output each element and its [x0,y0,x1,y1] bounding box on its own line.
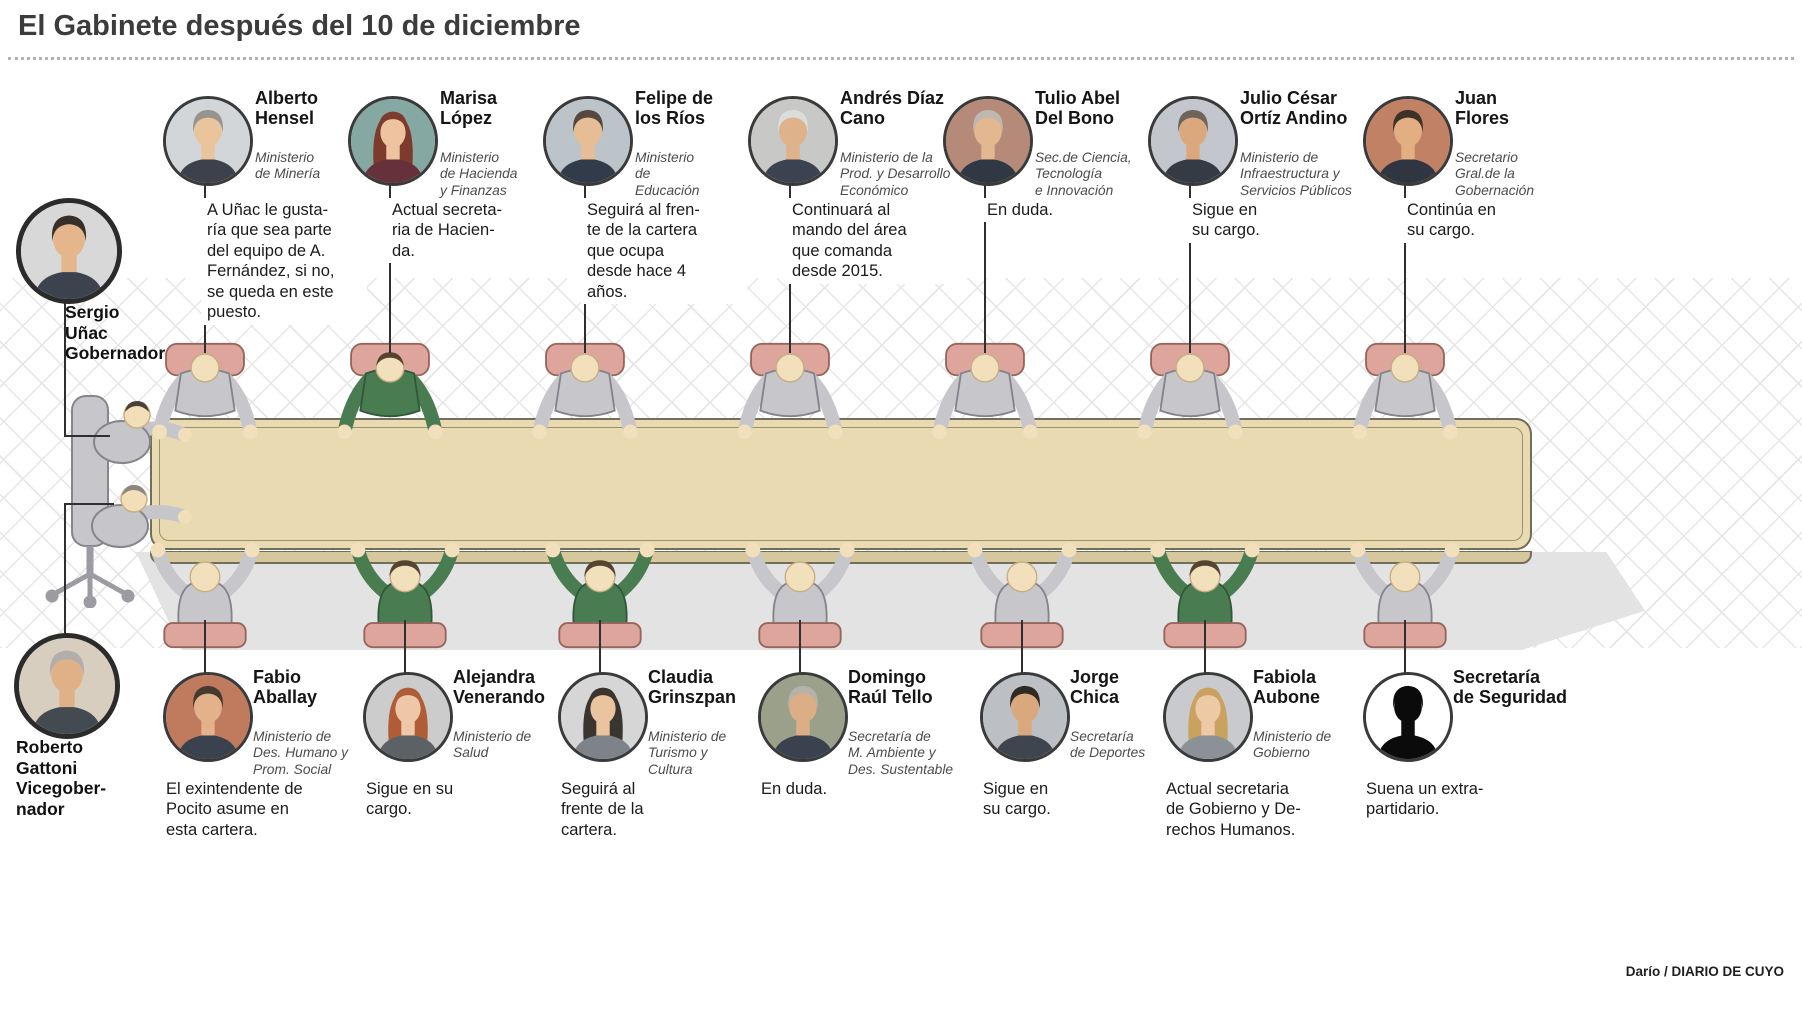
connector-line [64,503,66,634]
vicegovernor-photo [14,633,120,739]
person-photo [758,672,848,762]
person-photo [363,672,453,762]
seated-figure [325,342,455,444]
connector-line [1404,181,1406,353]
person-photo [748,96,838,186]
connector-line [64,435,110,437]
person-photo [1148,96,1238,186]
person-name: Juan Flores [1455,88,1510,129]
person-name: Andrés Díaz Cano [840,88,945,129]
connector-line [1021,620,1023,674]
person-ministry: Ministerio de Educación [635,149,700,198]
page-title: El Gabinete después del 10 de diciembre [18,10,581,42]
person-name: Marisa López [440,88,498,129]
person-note: Sigue en su cargo. [366,780,454,819]
person-photo [1363,96,1453,186]
person-note: Actual secreta- ria de Hacien- da. [386,198,552,264]
person-ministry: Ministerio de Gobierno [1253,728,1332,761]
connector-line [204,620,206,674]
person-name: Julio César Ortíz Andino [1240,88,1348,129]
person-name: Fabio Aballay [253,667,318,708]
seated-figure [1340,342,1470,444]
person-name: Alberto Hensel [255,88,318,129]
person-name: Domingo Raúl Tello [848,667,933,708]
person-note: Sigue en su cargo. [1186,198,1352,243]
connector-line [1204,620,1206,674]
person-photo [980,672,1070,762]
dotted-divider [8,57,1794,60]
person-ministry: Ministerio de Turismo y Cultura [648,728,727,777]
connector-line [1404,620,1406,674]
unknown-person-silhouette [1363,672,1453,762]
person-note: Continúa en su cargo. [1401,198,1567,243]
person-photo [1163,672,1253,762]
person-ministry: Secretaría de Deportes [1070,728,1146,761]
office-chair-figures [45,395,192,608]
person-name: Claudia Grinszpan [648,667,737,708]
seated-figure [920,342,1050,444]
person-photo [348,96,438,186]
seated-figure [520,342,650,444]
person-note: Suena un extra- partidario. [1366,780,1484,819]
vicegovernor-label: Roberto Gattoni Vicegober- nador [16,737,107,819]
connector-line [599,620,601,674]
person-ministry: Ministerio de Salud [453,728,532,761]
governor-label: Sergio Uñac Gobernador [65,302,166,364]
seated-figure [1125,342,1255,444]
person-ministry: Ministerio de Minería [255,149,321,182]
person-note: En duda. [761,780,828,798]
person-ministry: Secretario Gral.de la Gobernación [1455,149,1535,198]
person-note: En duda. [981,198,1147,223]
person-note: Continuará al mando del área que comanda… [786,198,952,284]
person-note: El exintendente de Pocito asume en esta … [166,780,303,839]
person-note: Sigue en su cargo. [983,780,1051,819]
person-ministry: Ministerio de Hacienda y Finanzas [440,149,518,198]
person-name: Felipe de los Ríos [635,88,714,129]
connector-line [64,503,114,505]
person-ministry: Ministerio de Des. Humano y Prom. Social [253,728,349,777]
connector-line [389,181,391,353]
person-ministry: Ministerio de la Prod. y Desarrollo Econ… [840,149,951,198]
connector-line [799,620,801,674]
person-name: Fabiola Aubone [1253,667,1320,708]
person-ministry: Sec.de Ciencia, Tecnología e Innovación [1035,149,1132,198]
person-photo [543,96,633,186]
person-note: Seguirá al fren- te de la cartera que oc… [581,198,747,305]
person-name: Secretaría de Seguridad [1453,667,1568,708]
person-name: Jorge Chica [1070,667,1120,708]
seated-figure [725,342,855,444]
person-photo [558,672,648,762]
person-name: Alejandra Venerando [453,667,546,708]
connector-line [64,297,66,435]
governor-photo [16,198,122,304]
connector-line [1189,181,1191,353]
person-note: Actual secretaria de Gobierno y De- rech… [1166,780,1301,839]
credit: Darío / DIARIO DE CUYO [1625,964,1784,979]
person-name: Tulio Abel Del Bono [1035,88,1120,129]
person-note: Seguirá al frente de la cartera. [561,780,644,839]
connector-line [404,620,406,674]
person-photo [943,96,1033,186]
connector-line [984,181,986,353]
person-note: A Uñac le gusta- ría que sea parte del e… [201,198,367,325]
person-ministry: Ministerio de Infraestructura y Servicio… [1240,149,1352,198]
person-photo [163,672,253,762]
person-photo [163,96,253,186]
person-ministry: Secretaría de M. Ambiente y Des. Sustent… [848,728,954,777]
